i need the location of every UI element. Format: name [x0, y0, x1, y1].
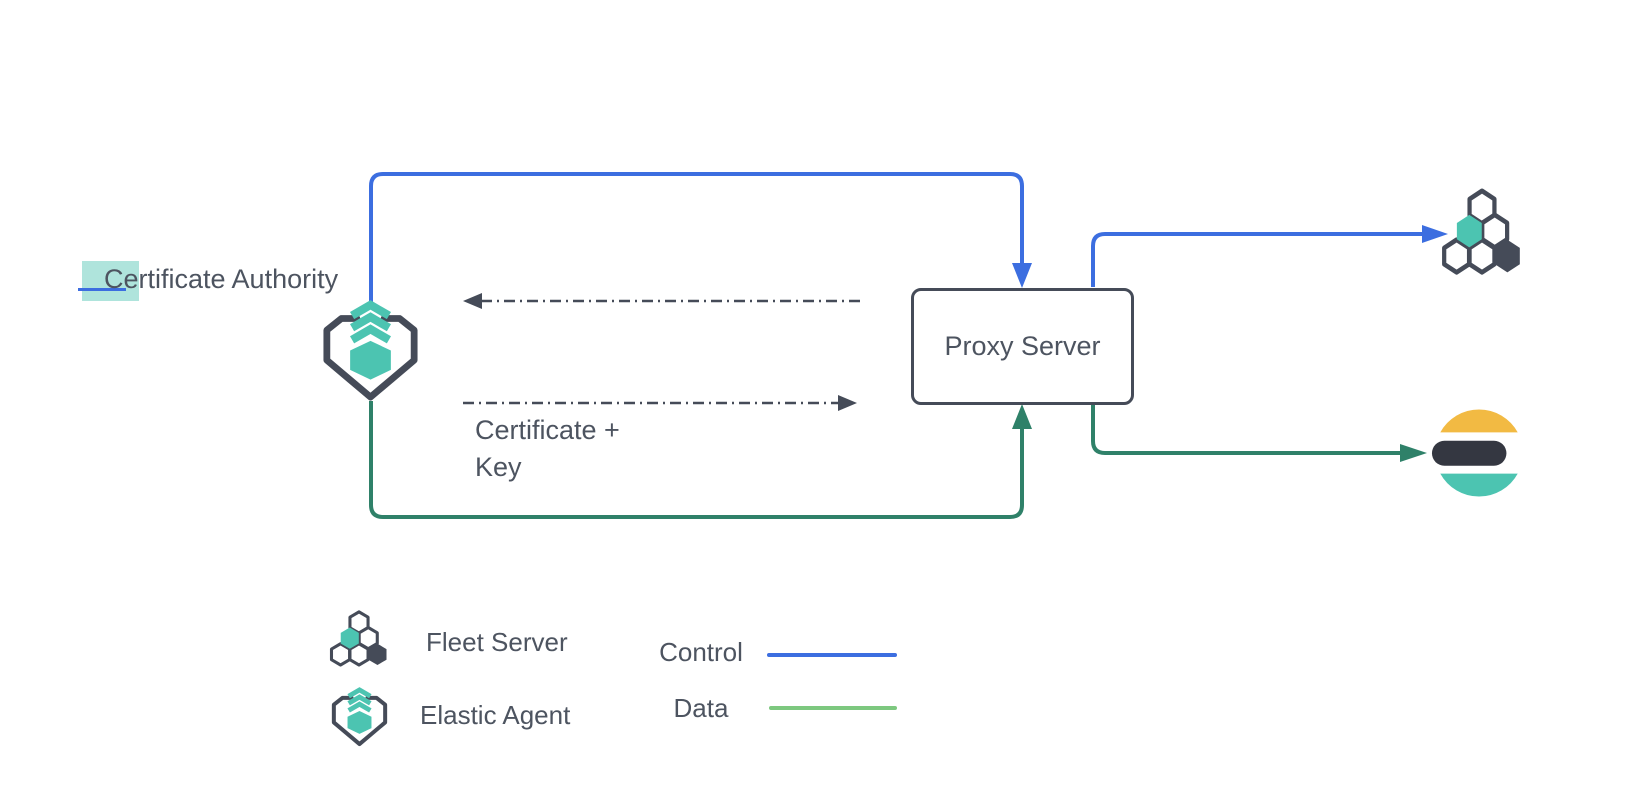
legend-fleet-server-label: Fleet Server [426, 627, 568, 657]
data-connector-agent-to-proxy[interactable] [369, 401, 1032, 519]
hexagon-teal [1456, 214, 1482, 248]
certificate-dashdot-connector-agent-to-proxy[interactable] [463, 395, 857, 411]
fleet-server-icon[interactable] [1438, 188, 1526, 280]
chevron-up-icon [350, 300, 391, 320]
chevron-up-icon [350, 324, 391, 344]
chevron-up-icon [347, 694, 372, 706]
data-connector-proxy-to-elasticsearch[interactable] [1091, 405, 1427, 462]
legend-fleet-server-icon [329, 610, 387, 667]
certificate-key-label[interactable]: Certificate + Key [475, 415, 620, 482]
control-line [369, 172, 1024, 303]
data-line [369, 401, 1024, 519]
certificate-authority-label[interactable]: Certificate Authority [104, 264, 339, 294]
hexagon-teal [340, 627, 359, 649]
text-selection-highlight [82, 261, 139, 301]
hexagon-outline [348, 642, 370, 667]
agent-core-hexagon [350, 340, 391, 380]
chevron-up-icon [347, 687, 372, 699]
data-line [1091, 405, 1402, 455]
legend-control-line-swatch [767, 653, 897, 657]
text-cursor-underline [78, 288, 126, 291]
legend-data-line-swatch [769, 706, 897, 710]
hexagon-dark [1494, 239, 1520, 273]
legend-elastic-agent-label: Elastic Agent [420, 700, 571, 730]
elasticsearch-icon[interactable] [1430, 403, 1528, 503]
legend-elastic-agent-icon [331, 687, 388, 747]
elasticsearch-top-arc [1440, 409, 1518, 433]
certificate-dashdot-connector-proxy-to-agent[interactable] [463, 293, 860, 309]
arrowhead-right-icon [1400, 444, 1427, 462]
proxy-server-label: Proxy Server [944, 331, 1101, 361]
control-line [1091, 232, 1424, 287]
arrowhead-right-icon [838, 395, 857, 411]
arrowhead-right-icon [1422, 225, 1448, 243]
hexagon-outline [1467, 237, 1497, 275]
agent-hexagon-outline [323, 315, 418, 401]
legend-data-label: Data [673, 693, 729, 723]
control-connector-agent-to-proxy[interactable] [369, 172, 1032, 303]
control-connector-proxy-to-fleet-server[interactable] [1091, 225, 1448, 287]
arrowhead-down-icon [1012, 263, 1032, 288]
elasticsearch-middle-bar [1431, 440, 1507, 466]
agent-hexagon-outline [331, 695, 388, 747]
elastic-agent-icon[interactable] [322, 299, 419, 403]
proxy-server-node[interactable]: Proxy Server [911, 288, 1134, 405]
chevron-up-icon [350, 312, 391, 332]
arrowhead-up-icon [1012, 404, 1032, 429]
arrowhead-left-icon [463, 293, 482, 309]
agent-core-hexagon [347, 711, 372, 734]
chevron-up-icon [347, 701, 372, 713]
legend-control-label: Control [659, 637, 743, 667]
hexagon-dark [368, 643, 387, 665]
elasticsearch-bottom-arc [1440, 473, 1518, 497]
